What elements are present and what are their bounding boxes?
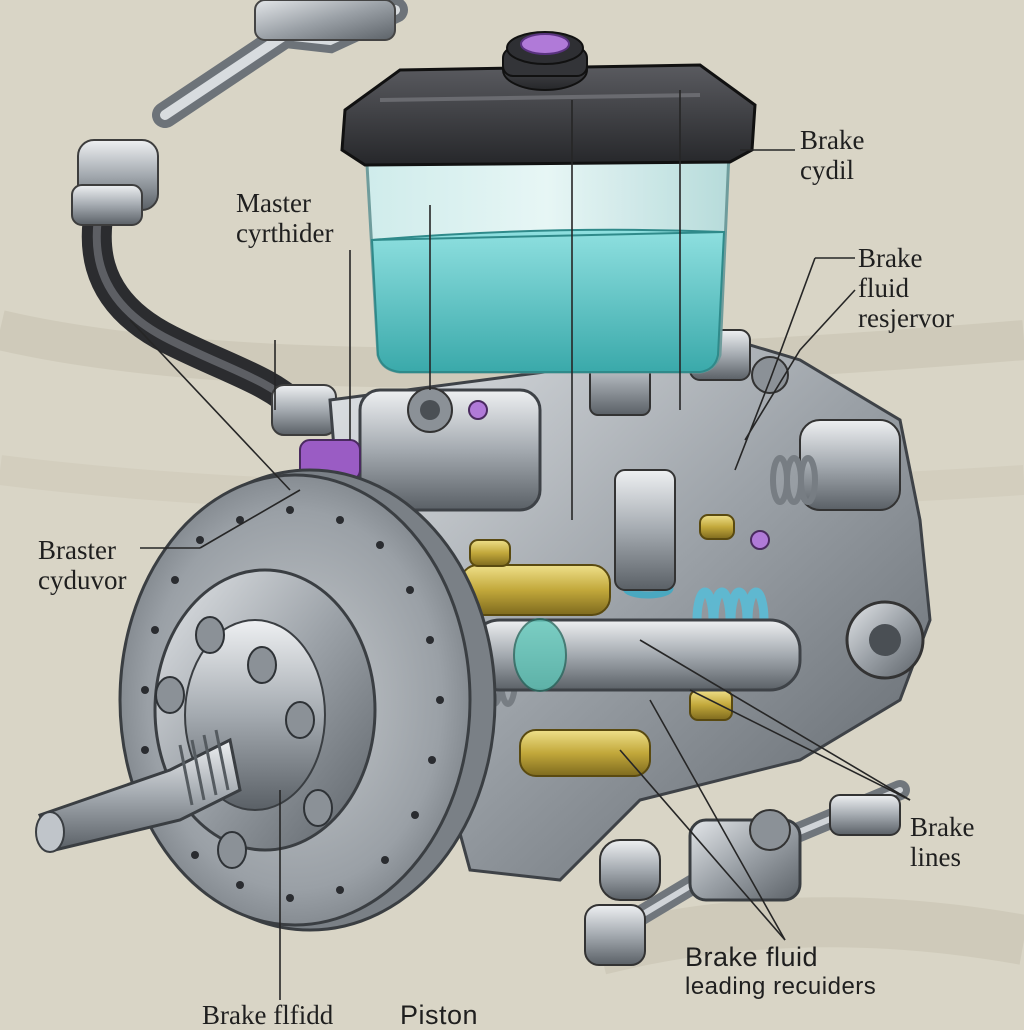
label-brake-fluid-resjervor: Brake fluid resjervor [858, 243, 954, 333]
label-brake-lines: Brake lines [910, 812, 974, 872]
label-line: cyduvor [38, 565, 127, 595]
label-line: Braster [38, 535, 116, 565]
label-line: Master [236, 188, 311, 218]
label-line: fluid [858, 273, 909, 303]
brake-fluid-reservoir [363, 128, 732, 374]
leader-lines [129, 90, 911, 1000]
axle [35, 729, 242, 853]
label-line: Brake fluid [685, 942, 819, 972]
label-line: lines [910, 842, 961, 872]
label-line: cyrthider [236, 218, 334, 248]
brass-fitting-icon [459, 514, 735, 777]
label-brake-cydil: Brake cydil [800, 125, 864, 185]
central-shaft [468, 469, 802, 692]
reservoir-cap-icon [340, 31, 757, 167]
label-line: Brake [858, 243, 923, 273]
label-line: Piston [400, 1000, 479, 1030]
label-line: Brake flfidd [202, 1000, 334, 1030]
pedal-rod [152, 0, 408, 128]
label-line: cydil [800, 155, 854, 185]
label-line: Brake [910, 812, 975, 842]
label-piston: Piston [400, 1000, 478, 1030]
brake-hose [71, 139, 337, 436]
label-master-cyrthider: Master cyrthider [236, 188, 333, 248]
label-brake-fluid-leading: Brake fluid leading recuiders [685, 942, 876, 1002]
label-line: resjervor [858, 303, 954, 333]
label-braster-cyduvor: Braster cyduvor [38, 535, 126, 595]
label-line: leading recuiders [685, 973, 877, 1000]
label-line: Brake [800, 125, 865, 155]
label-brake-flfidd: Brake flfidd [202, 1000, 333, 1030]
brake-disc-icon [118, 468, 497, 932]
